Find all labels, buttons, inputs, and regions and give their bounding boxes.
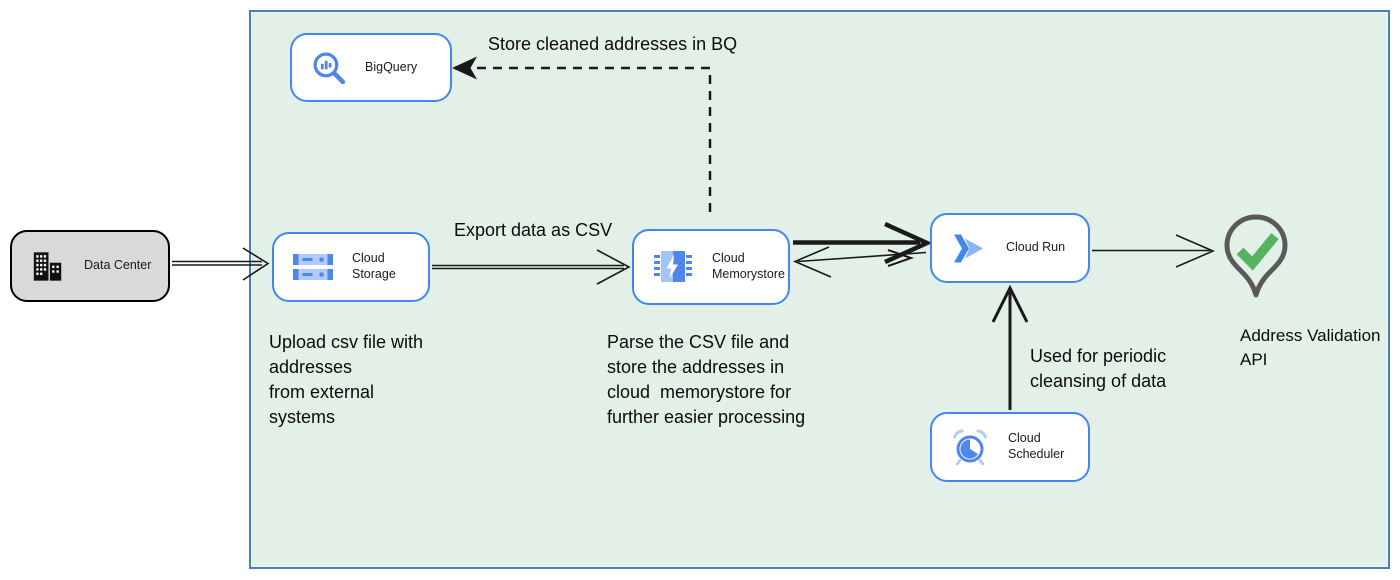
edge-label-store-cleaned-addresses: Store cleaned addresses in BQ bbox=[488, 34, 738, 54]
node-cloud-memorystore[interactable]: Cloud Memorystore bbox=[632, 229, 790, 305]
edge-label-export-data-csv: Export data as CSV bbox=[454, 220, 613, 240]
node-data-center[interactable]: Data Center bbox=[10, 230, 170, 302]
node-label: BigQuery bbox=[365, 59, 418, 74]
node-label: Data Center bbox=[84, 258, 152, 273]
note-upload-csv: Upload csv file with addresses from exte… bbox=[269, 332, 424, 427]
node-label: Cloud Run bbox=[1006, 240, 1066, 255]
node-label: Cloud Storage bbox=[352, 251, 396, 281]
node-cloud-storage[interactable]: Cloud Storage bbox=[272, 232, 430, 302]
memory-chip-bolt-icon bbox=[653, 249, 693, 285]
magnifier-chart-icon bbox=[311, 50, 346, 85]
alarm-clock-icon bbox=[951, 429, 989, 466]
map-pin-check-icon[interactable] bbox=[1220, 212, 1292, 312]
building-icon bbox=[31, 250, 65, 283]
note-parse-csv: Parse the CSV file and store the address… bbox=[607, 332, 806, 427]
node-label: Cloud Scheduler bbox=[1008, 431, 1065, 461]
gcp-boundary-container bbox=[249, 10, 1390, 569]
node-label: Cloud Memorystore bbox=[712, 251, 785, 281]
run-chevron-icon bbox=[951, 233, 987, 264]
storage-buckets-icon bbox=[293, 252, 333, 282]
note-periodic-cleansing: Used for periodic cleansing of data bbox=[1030, 346, 1167, 391]
node-cloud-run[interactable]: Cloud Run bbox=[930, 213, 1090, 283]
address-validation-api-label: Address Validation API bbox=[1240, 326, 1385, 369]
node-bigquery[interactable]: BigQuery bbox=[290, 33, 452, 102]
node-cloud-scheduler[interactable]: Cloud Scheduler bbox=[930, 412, 1090, 482]
